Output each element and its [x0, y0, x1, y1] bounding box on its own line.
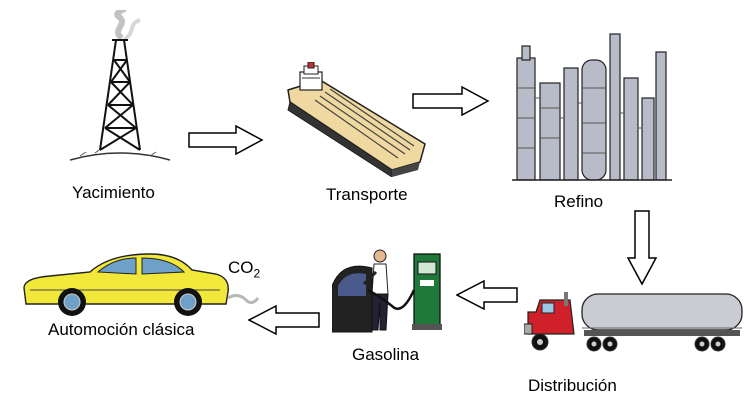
emission-label: CO2	[228, 258, 260, 280]
stage-gasolina	[332, 246, 444, 336]
stage-distribucion	[524, 288, 744, 360]
arrow-refino-to-distribucion	[627, 210, 657, 286]
label-yacimiento: Yacimiento	[72, 183, 155, 202]
arrow-gasolina-to-automocion	[248, 305, 320, 335]
stage-transporte	[280, 62, 430, 177]
car-icon	[23, 253, 260, 316]
arrow-left-icon	[456, 280, 518, 310]
refinery-icon	[512, 33, 672, 181]
oil-derrick-icon	[70, 10, 170, 161]
arrow-right-icon	[412, 86, 490, 116]
label-gasolina: Gasolina	[352, 345, 420, 364]
label-transporte: Transporte	[326, 185, 408, 204]
arrow-down-icon	[627, 210, 657, 286]
arrow-yacimiento-to-transporte	[188, 125, 264, 155]
oil-tanker-ship-icon	[287, 62, 426, 177]
tanker-truck-icon	[524, 292, 743, 352]
emission-subscript: 2	[253, 266, 261, 281]
stage-automocion	[20, 248, 260, 320]
arrow-distribucion-to-gasolina	[456, 280, 518, 310]
arrow-right-icon	[188, 125, 264, 155]
stage-yacimiento	[70, 10, 170, 180]
emission-base: CO	[228, 258, 254, 277]
stage-refino	[512, 28, 672, 188]
arrow-left-icon	[248, 305, 320, 335]
fuel-pump-icon	[332, 249, 442, 333]
label-automocion: Automoción clásica	[48, 320, 195, 339]
arrow-transporte-to-refino	[412, 86, 490, 116]
label-distribucion: Distribución	[528, 376, 617, 395]
label-refino: Refino	[554, 192, 604, 211]
